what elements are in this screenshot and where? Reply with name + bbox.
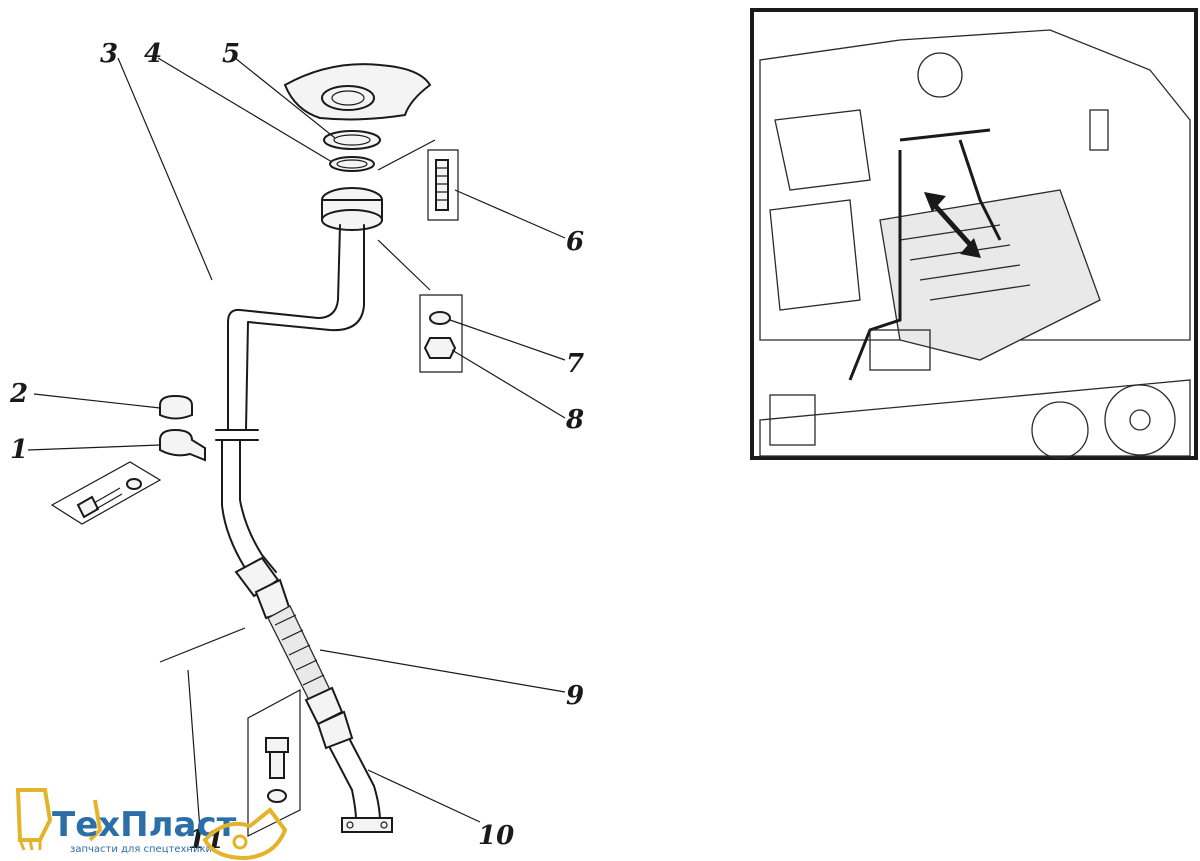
callout-7: 7 — [566, 349, 584, 379]
stud-part-6 — [427, 149, 459, 221]
leader-lines — [27, 57, 566, 831]
gear-bucket-icon — [202, 807, 288, 861]
excavator-bucket-icon — [15, 788, 103, 851]
clamp-bolt-kit — [50, 461, 162, 525]
callout-2: 2 — [9, 379, 28, 409]
exhaust-pipe-part-3 — [215, 187, 383, 620]
logo-name: ТехПласт — [52, 805, 237, 845]
elbow-pipe-part-10 — [329, 739, 393, 833]
callout-4: 4 — [144, 39, 162, 69]
callout-8: 8 — [565, 405, 584, 435]
callout-6: 6 — [566, 227, 584, 257]
clamp-part-2 — [159, 394, 193, 420]
clamp-part-1 — [159, 428, 206, 462]
mounting-flange-plate — [283, 63, 432, 121]
seal-ring-part-4 — [329, 156, 375, 172]
bolt-kit-part-11 — [247, 688, 301, 837]
callout-9: 9 — [566, 681, 584, 711]
callout-5: 5 — [222, 39, 240, 69]
washer-part-7 — [429, 311, 451, 325]
logo-tagline: запчасти для спецтехники — [70, 844, 212, 855]
flexible-hose-part-9 — [267, 605, 354, 750]
callout-labels: 3 4 5 6 7 8 2 1 9 10 11 — [9, 39, 584, 855]
nut-part-8 — [423, 337, 457, 359]
brand-logo: ТехПласт запчасти для спецтехники — [15, 788, 288, 861]
gasket-part-5 — [323, 130, 381, 150]
callout-10: 10 — [478, 821, 514, 851]
washer-nut-kit — [419, 294, 463, 373]
callout-3: 3 — [100, 39, 118, 69]
callout-1: 1 — [10, 435, 28, 465]
inset-location-view — [750, 8, 1198, 460]
